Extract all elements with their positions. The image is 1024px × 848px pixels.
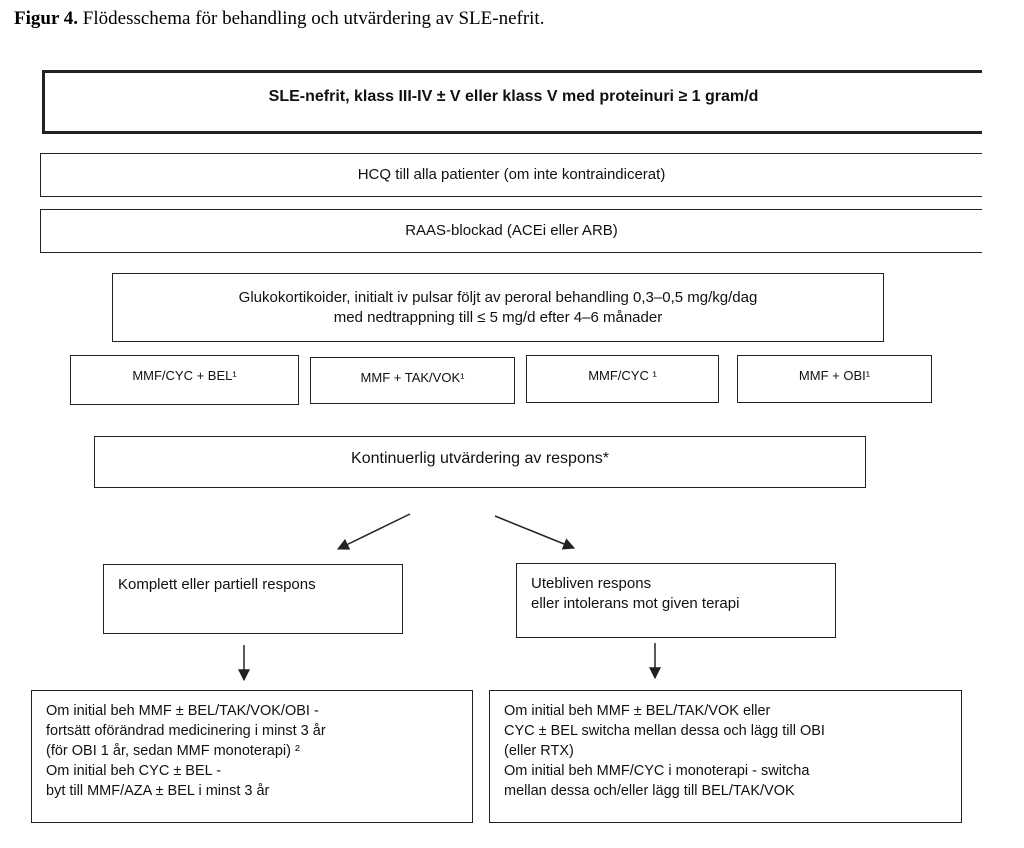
flow-box-treatment-3: MMF/CYC ¹ (526, 355, 719, 403)
arrow-to-response-none (494, 515, 576, 550)
flow-box-response-ok: Komplett eller partiell respons (103, 564, 403, 634)
flow-box-left-detail: Om initial beh MMF ± BEL/TAK/VOK/OBI - f… (31, 690, 473, 823)
figure-caption-text: Flödesschema för behandling och utvärder… (78, 8, 545, 29)
figure-caption-label: Figur 4. (14, 8, 79, 29)
flow-box-treatment-2: MMF + TAK/VOK¹ (310, 357, 515, 404)
flow-box-right-detail: Om initial beh MMF ± BEL/TAK/VOK eller C… (489, 690, 962, 823)
flow-box-glucocorticoids: Glukokortikoider, initialt iv pulsar föl… (112, 273, 884, 342)
arrow-to-response-ok (336, 513, 411, 550)
figure-caption: Figur 4. Flödesschema för behandling och… (14, 8, 544, 30)
flow-box-hcq: HCQ till alla patienter (om inte kontrai… (40, 153, 982, 197)
flow-box-response-none: Utebliven respons eller intolerans mot g… (516, 563, 836, 638)
flow-box-diagnosis: SLE-nefrit, klass III-IV ± V eller klass… (42, 70, 982, 134)
flow-box-raas: RAAS-blockad (ACEi eller ARB) (40, 209, 982, 253)
flow-box-treatment-1: MMF/CYC + BEL¹ (70, 355, 299, 405)
flow-box-treatment-4: MMF + OBI¹ (737, 355, 932, 403)
flow-box-continuous-evaluation: Kontinuerlig utvärdering av respons* (94, 436, 866, 488)
